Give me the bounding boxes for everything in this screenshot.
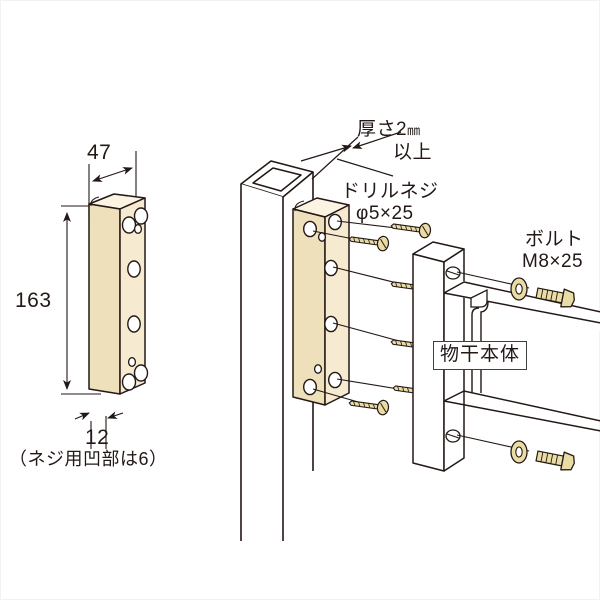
hex-bolts bbox=[535, 287, 575, 471]
left-plate-view bbox=[61, 151, 149, 449]
thickness-note: 厚さ2㎜ bbox=[357, 119, 420, 141]
square-post bbox=[240, 160, 314, 541]
screw-recess-note: （ネジ用凹部は6） bbox=[9, 449, 168, 469]
drill-screw-label-line2: φ5×25 bbox=[356, 203, 414, 224]
drill-screw-label-line1: ドリルネジ bbox=[341, 181, 439, 202]
mounting-plate-installed bbox=[292, 197, 350, 406]
bolt-label-line2: M8×25 bbox=[522, 251, 584, 272]
dim-width-label: 47 bbox=[87, 141, 112, 164]
dim-thickness-label: 12 bbox=[85, 426, 110, 449]
bolt-label-line1: ボルト bbox=[525, 229, 584, 250]
body-part-label: 物干本体 bbox=[433, 341, 528, 371]
center-assembly-view bbox=[240, 131, 434, 541]
washers bbox=[510, 277, 528, 464]
thickness-dimension bbox=[300, 131, 402, 180]
thickness-note-line1: 厚さ2 bbox=[357, 119, 408, 140]
dim-height-label: 163 bbox=[15, 289, 52, 312]
thickness-unit: ㎜ bbox=[407, 123, 421, 138]
thickness-note-line2: 以上 bbox=[393, 142, 433, 163]
